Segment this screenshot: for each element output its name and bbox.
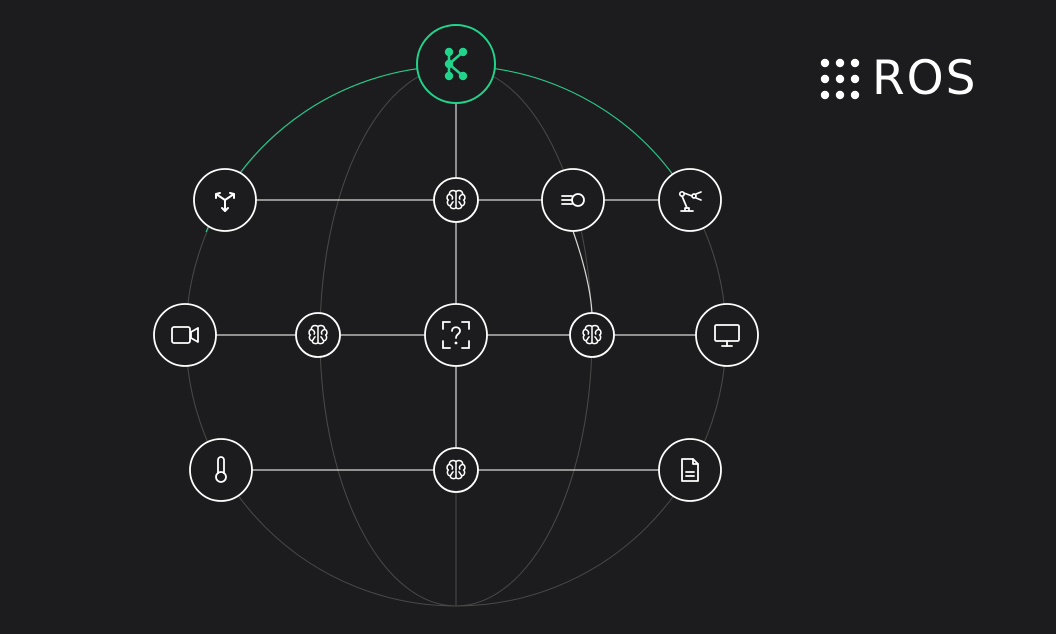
ros-logo: ROS [820,51,978,106]
node-document [658,438,722,502]
node-robot-arm [658,168,722,232]
node-circle [541,168,605,232]
motion-icon [561,193,585,207]
node-brain-mid-left [295,312,341,358]
node-thermometer [189,438,253,502]
node-circle [658,438,722,502]
question-scan-icon [442,321,470,349]
node-monitor [695,303,759,367]
node-circle [695,303,759,367]
node-brain-top [433,177,479,223]
monitor-icon [714,324,740,347]
node-brain-bottom [433,447,479,493]
node-brain-mid-right [569,312,615,358]
node-graph-icon [444,47,468,81]
navigation-arrows-icon [215,192,235,212]
node-circle [658,168,722,232]
thermometer-icon [215,456,227,483]
link-motion-to-brain-mid-right [572,230,593,314]
document-icon [681,458,699,482]
node-navigation [193,168,257,232]
node-hub [416,24,496,104]
video-camera-icon [171,326,199,344]
node-camera [153,303,217,367]
node-circle [153,303,217,367]
ros-dots-grid-icon [820,58,860,100]
logo-text: ROS [872,51,978,106]
node-circle [424,303,488,367]
diagram-nodes [153,24,759,502]
brain-icon [446,459,466,480]
node-motion [541,168,605,232]
brain-icon [446,189,466,210]
node-circle [189,438,253,502]
brain-icon [308,324,328,345]
node-circle [416,24,496,104]
robot-arm-icon [678,190,702,212]
node-unknown [424,303,488,367]
brain-icon [582,324,602,345]
connection-lines [185,64,727,471]
